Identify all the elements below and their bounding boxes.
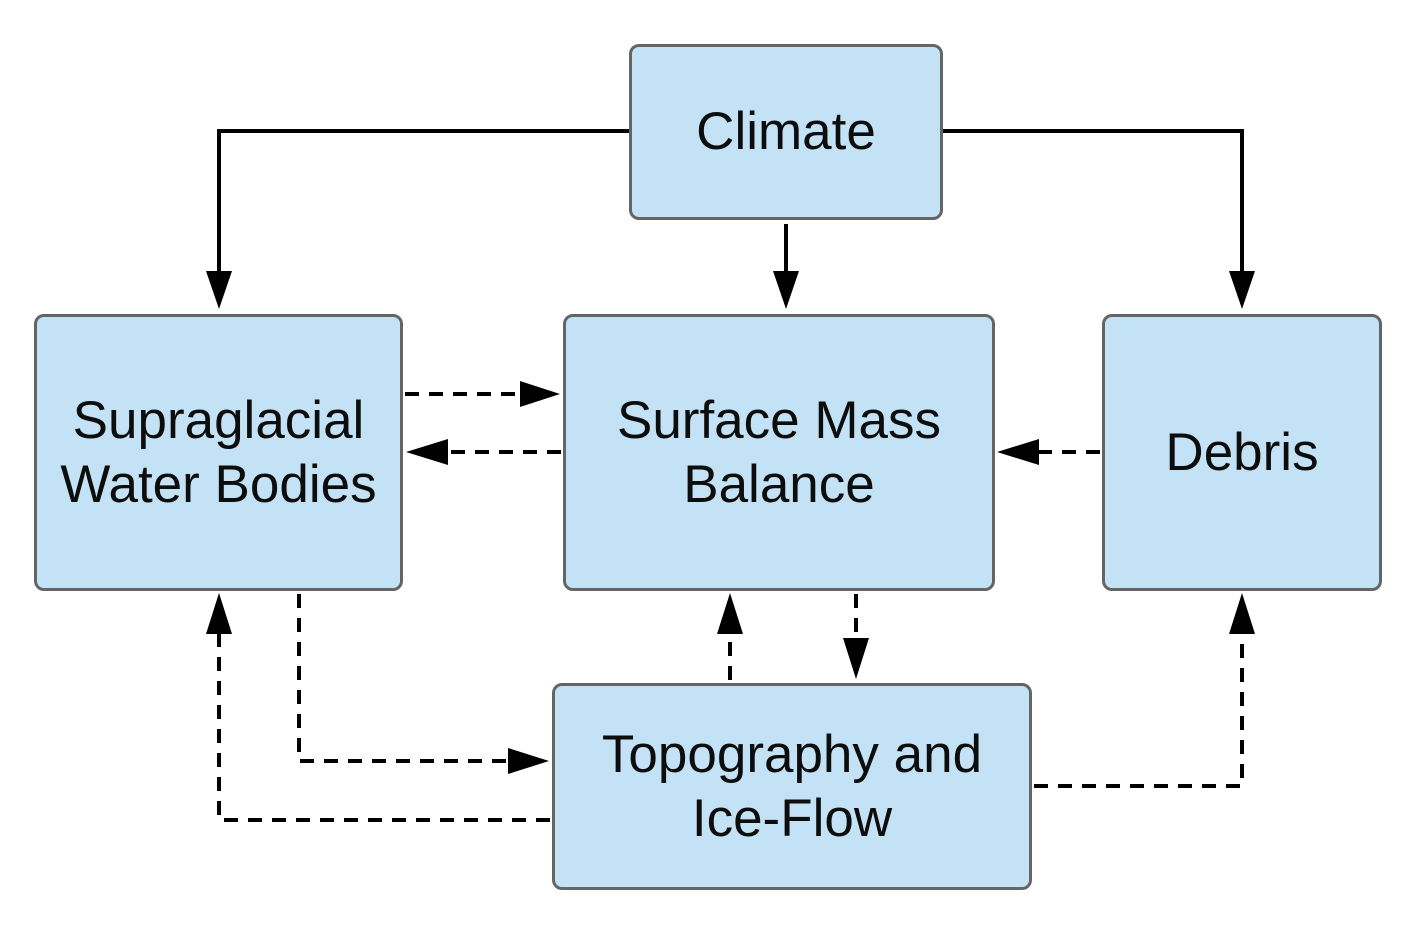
arrowhead-smb-right-in — [997, 439, 1039, 465]
edge-topography-to-debris — [1034, 634, 1244, 788]
supraglacial-label-line1: Supraglacial — [72, 390, 365, 450]
edge-climate-to-debris — [943, 129, 1244, 275]
topography-label-line2: Ice-Flow — [691, 788, 893, 848]
surface-mass-balance-box: Surface Mass Balance — [563, 314, 995, 591]
smb-label-line2: Balance — [683, 454, 875, 514]
climate-label: Climate — [696, 102, 876, 161]
supraglacial-water-bodies-box: Supraglacial Water Bodies — [34, 314, 403, 591]
arrowhead-supraglacial-bottom-in — [206, 593, 232, 634]
arrowhead-topography-top-in — [843, 638, 869, 679]
arrowhead-debris-bottom-in — [1229, 593, 1255, 634]
topography-label-line1: Topography and — [601, 724, 983, 784]
arrowhead-smb-left-in — [520, 381, 560, 407]
arrowhead-smb-top — [773, 271, 799, 309]
arrowhead-debris-top — [1229, 271, 1255, 309]
edge-supraglacial-to-topography — [297, 594, 510, 763]
edge-climate-to-supraglacial — [217, 129, 629, 275]
debris-label: Debris — [1165, 422, 1319, 482]
supraglacial-label-line2: Water Bodies — [60, 454, 377, 514]
arrowhead-topography-left-in — [508, 748, 549, 774]
edge-topography-to-supraglacial — [217, 634, 550, 822]
arrowhead-supraglacial-right-in — [406, 439, 448, 465]
smb-label-line1: Surface Mass — [616, 390, 941, 450]
arrowhead-supraglacial-top — [206, 271, 232, 309]
climate-box: Climate — [629, 44, 943, 220]
debris-box: Debris — [1102, 314, 1382, 591]
topography-ice-flow-box: Topography and Ice-Flow — [552, 683, 1032, 890]
arrowhead-smb-bottom-in — [717, 593, 743, 634]
